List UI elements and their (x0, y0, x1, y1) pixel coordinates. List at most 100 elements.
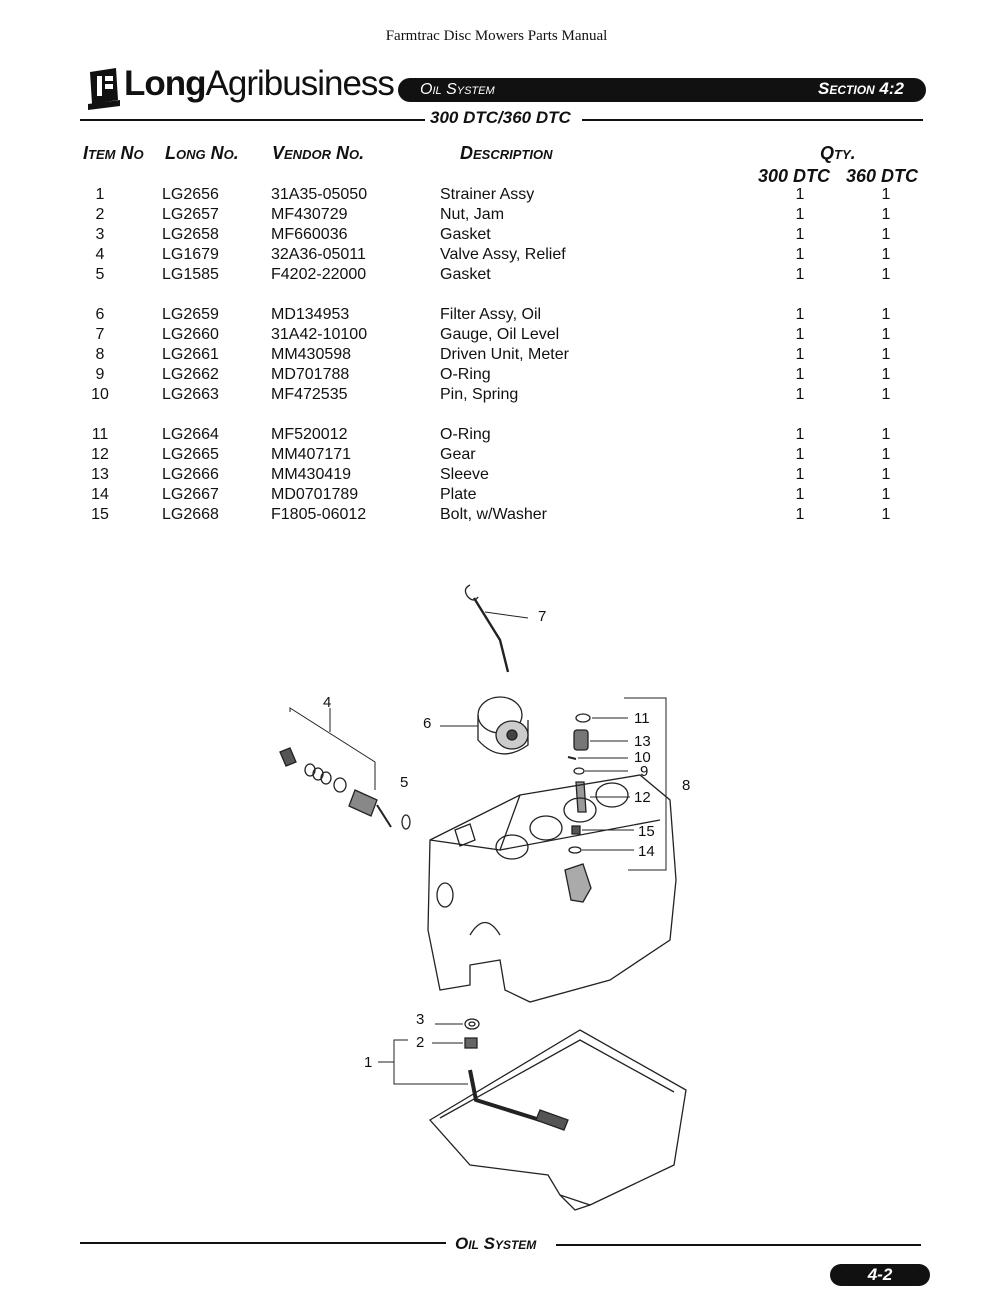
qty-360: 1 (881, 426, 891, 443)
vendor-number: 31A42-10100 (271, 326, 368, 343)
long-number: LG1679 (162, 246, 219, 263)
qty-360: 1 (881, 306, 891, 323)
qty-300: 1 (795, 486, 805, 503)
engine-block-part (427, 774, 677, 1003)
oil-system-diagram: 7 4 5 6 11 13 10 9 12 15 14 8 (279, 584, 690, 1211)
qty-360: 1 (881, 326, 891, 343)
callout-10: 10 (634, 749, 651, 766)
item-number: 11 (91, 426, 109, 443)
description: O-Ring (440, 426, 491, 443)
qty-300: 1 (795, 466, 805, 483)
qty-300: 1 (795, 366, 805, 383)
vendor-number: 32A36-05011 (271, 246, 366, 263)
qty-360: 1 (881, 206, 891, 223)
qty-300: 1 (795, 506, 805, 523)
callout-8: 8 (682, 777, 690, 794)
description: Driven Unit, Meter (440, 346, 569, 363)
long-number: LG2668 (162, 506, 219, 523)
item-number: 12 (91, 446, 109, 463)
vendor-number: MM430419 (271, 466, 352, 483)
callout-15: 15 (638, 823, 655, 840)
long-number: LG2661 (162, 346, 219, 363)
callout-14: 14 (638, 843, 655, 860)
vendor-number: F4202-22000 (271, 266, 367, 283)
qty-360: 1 (881, 366, 891, 383)
qty-300: 1 (795, 386, 805, 403)
long-number: LG2667 (162, 486, 219, 503)
qty-300: 1 (795, 446, 805, 463)
item-number: 13 (91, 466, 109, 483)
long-number: LG2662 (162, 366, 219, 383)
table-row: 15 LG2668 F1805-06012 Bolt, w/Washer 1 1 (0, 506, 993, 526)
vendor-number: MF520012 (271, 426, 348, 443)
long-number: LG2665 (162, 446, 219, 463)
vendor-number: MD701788 (271, 366, 350, 383)
qty-300: 1 (795, 186, 805, 203)
header-rule-left (80, 119, 425, 121)
qty-300: 1 (795, 206, 805, 223)
qty-360: 1 (881, 446, 891, 463)
section-bar: Oil System Section 4:2 (398, 78, 926, 102)
item-number: 4 (95, 246, 105, 263)
item-number: 7 (95, 326, 105, 343)
vendor-number: MM407171 (271, 446, 352, 463)
callout-6: 6 (423, 715, 431, 732)
oil-pan-part (428, 1029, 687, 1211)
description: O-Ring (440, 366, 491, 383)
description: Bolt, w/Washer (440, 506, 547, 523)
callout-4: 4 (323, 694, 331, 711)
qty-300: 1 (795, 306, 805, 323)
item-number: 14 (91, 486, 109, 503)
vendor-number: 31A35-05050 (271, 186, 368, 203)
qty-360: 1 (881, 506, 891, 523)
oil-filter-part (440, 696, 529, 755)
description: Gasket (440, 266, 491, 283)
qty-300: 1 (795, 266, 805, 283)
long-number: LG2656 (162, 186, 219, 203)
item-number: 5 (95, 266, 105, 283)
page-number-badge: 4-2 (830, 1264, 930, 1286)
footer-section-title: Oil System (455, 1234, 537, 1253)
item-number: 15 (91, 506, 109, 523)
callout-5: 5 (400, 774, 408, 791)
callout-3: 3 (416, 1011, 424, 1028)
relief-valve-part (279, 707, 392, 828)
gasket-ring (401, 814, 411, 830)
item-number: 3 (95, 226, 105, 243)
vendor-number: F1805-06012 (271, 506, 367, 523)
description: Plate (440, 486, 477, 503)
brand-name: LongAgribusiness (124, 64, 395, 103)
qty-360: 1 (881, 266, 891, 283)
callout-9: 9 (640, 763, 648, 780)
callout-2: 2 (416, 1034, 424, 1051)
model-line: 300 DTC/360 DTC (430, 108, 571, 127)
col-header-long: Long No. (165, 143, 239, 163)
callout-13: 13 (634, 733, 651, 750)
long-number: LG2660 (162, 326, 219, 343)
description: Gasket (440, 226, 491, 243)
qty-300: 1 (795, 226, 805, 243)
long-number: LG1585 (162, 266, 219, 283)
description: Strainer Assy (440, 186, 535, 203)
long-number: LG2663 (162, 386, 219, 403)
qty-360: 1 (881, 246, 891, 263)
callout-1: 1 (364, 1054, 372, 1071)
long-number: LG2658 (162, 226, 219, 243)
qty-300: 1 (795, 246, 805, 263)
qty-300: 1 (795, 346, 805, 363)
section-name: Oil System (420, 81, 495, 98)
vendor-number: MF660036 (271, 226, 348, 243)
document-title: Farmtrac Disc Mowers Parts Manual (385, 28, 608, 44)
col-header-qty-300: 300 DTC (758, 166, 831, 186)
qty-360: 1 (881, 466, 891, 483)
item-number: 6 (95, 306, 105, 323)
dipstick-part (464, 584, 529, 673)
qty-360: 1 (881, 486, 891, 503)
long-logo-icon (88, 68, 120, 110)
